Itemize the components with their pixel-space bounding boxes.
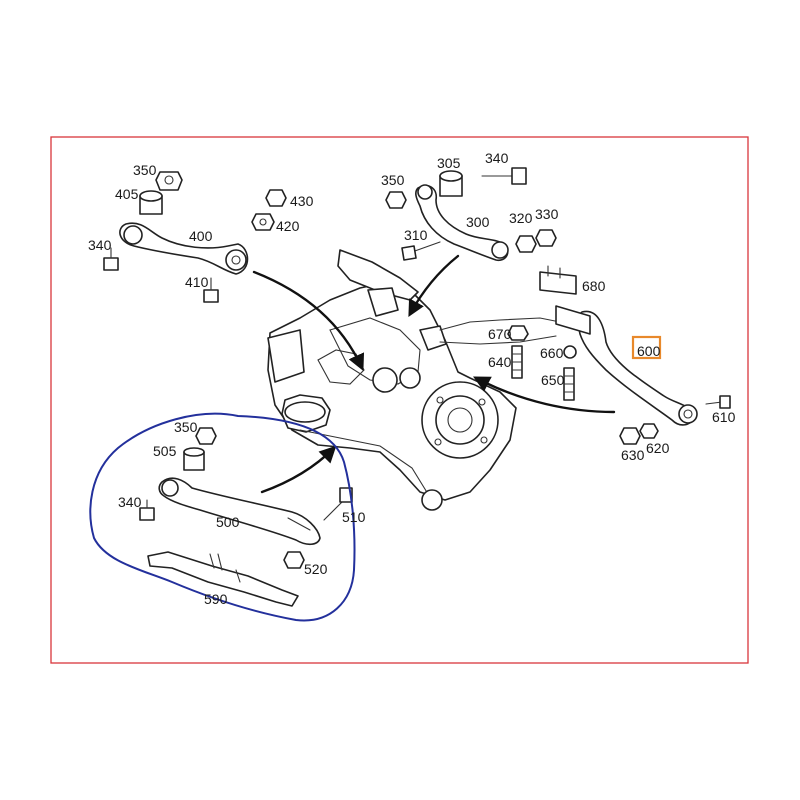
label-320: 320 <box>509 210 533 226</box>
washer-420 <box>251 213 275 231</box>
nut-350-upper-left <box>155 171 183 191</box>
label-640: 640 <box>488 354 512 370</box>
label-330: 330 <box>535 206 559 222</box>
nut-630 <box>619 427 641 445</box>
group-outline-500 <box>89 412 356 622</box>
arrow-500 <box>260 445 337 494</box>
label-350-lower: 350 <box>174 419 198 435</box>
arrow-300 <box>408 254 460 317</box>
label-340-left: 340 <box>88 237 112 253</box>
label-300: 300 <box>466 214 490 230</box>
bushing-505 <box>183 447 205 471</box>
bushing-305 <box>439 170 463 197</box>
label-680: 680 <box>582 278 606 294</box>
label-410: 410 <box>185 274 209 290</box>
label-405: 405 <box>115 186 139 202</box>
label-420: 420 <box>276 218 300 234</box>
nut-350-lower <box>195 427 217 445</box>
label-650: 650 <box>541 372 565 388</box>
label-610: 610 <box>712 409 736 425</box>
label-590: 590 <box>204 591 228 607</box>
label-630: 630 <box>621 447 645 463</box>
bolt-340-top <box>481 167 527 185</box>
washer-330 <box>535 229 557 247</box>
label-400: 400 <box>189 228 213 244</box>
highlight-box-600 <box>631 335 662 360</box>
control-arm-400 <box>119 222 249 275</box>
label-305: 305 <box>437 155 461 171</box>
diagram-frame <box>50 136 749 664</box>
label-670: 670 <box>488 326 512 342</box>
bracket-680 <box>539 265 577 295</box>
control-arm-600 <box>555 305 698 426</box>
bolt-640 <box>511 345 523 379</box>
nut-350-top <box>385 191 407 209</box>
bushing-405 <box>139 190 163 215</box>
nut-320 <box>515 235 537 253</box>
nut-430 <box>265 189 287 207</box>
cover-590 <box>147 551 299 607</box>
label-505: 505 <box>153 443 177 459</box>
label-510: 510 <box>342 509 366 525</box>
label-600: 600 <box>637 343 661 359</box>
rear-axle-carrier <box>267 249 561 511</box>
control-arm-500 <box>158 477 321 546</box>
bolt-310 <box>401 241 441 261</box>
label-340-top: 340 <box>485 150 509 166</box>
washer-620 <box>639 423 659 439</box>
arrow-600 <box>473 376 616 414</box>
label-310: 310 <box>404 227 428 243</box>
label-620: 620 <box>646 440 670 456</box>
label-520: 520 <box>304 561 328 577</box>
nut-520 <box>283 551 305 569</box>
label-500: 500 <box>216 514 240 530</box>
control-arm-300 <box>415 184 509 262</box>
bolt-410 <box>203 277 219 303</box>
nut-670 <box>507 325 529 341</box>
washer-660 <box>563 345 577 359</box>
label-660: 660 <box>540 345 564 361</box>
label-350-upper-left: 350 <box>133 162 157 178</box>
bolt-650 <box>563 367 575 401</box>
bolt-340-lower <box>139 499 155 521</box>
bolt-340-left <box>103 247 119 271</box>
label-430: 430 <box>290 193 314 209</box>
label-350-top: 350 <box>381 172 405 188</box>
label-340-lower: 340 <box>118 494 142 510</box>
bolt-610 <box>705 395 731 409</box>
arrow-400 <box>252 270 365 372</box>
